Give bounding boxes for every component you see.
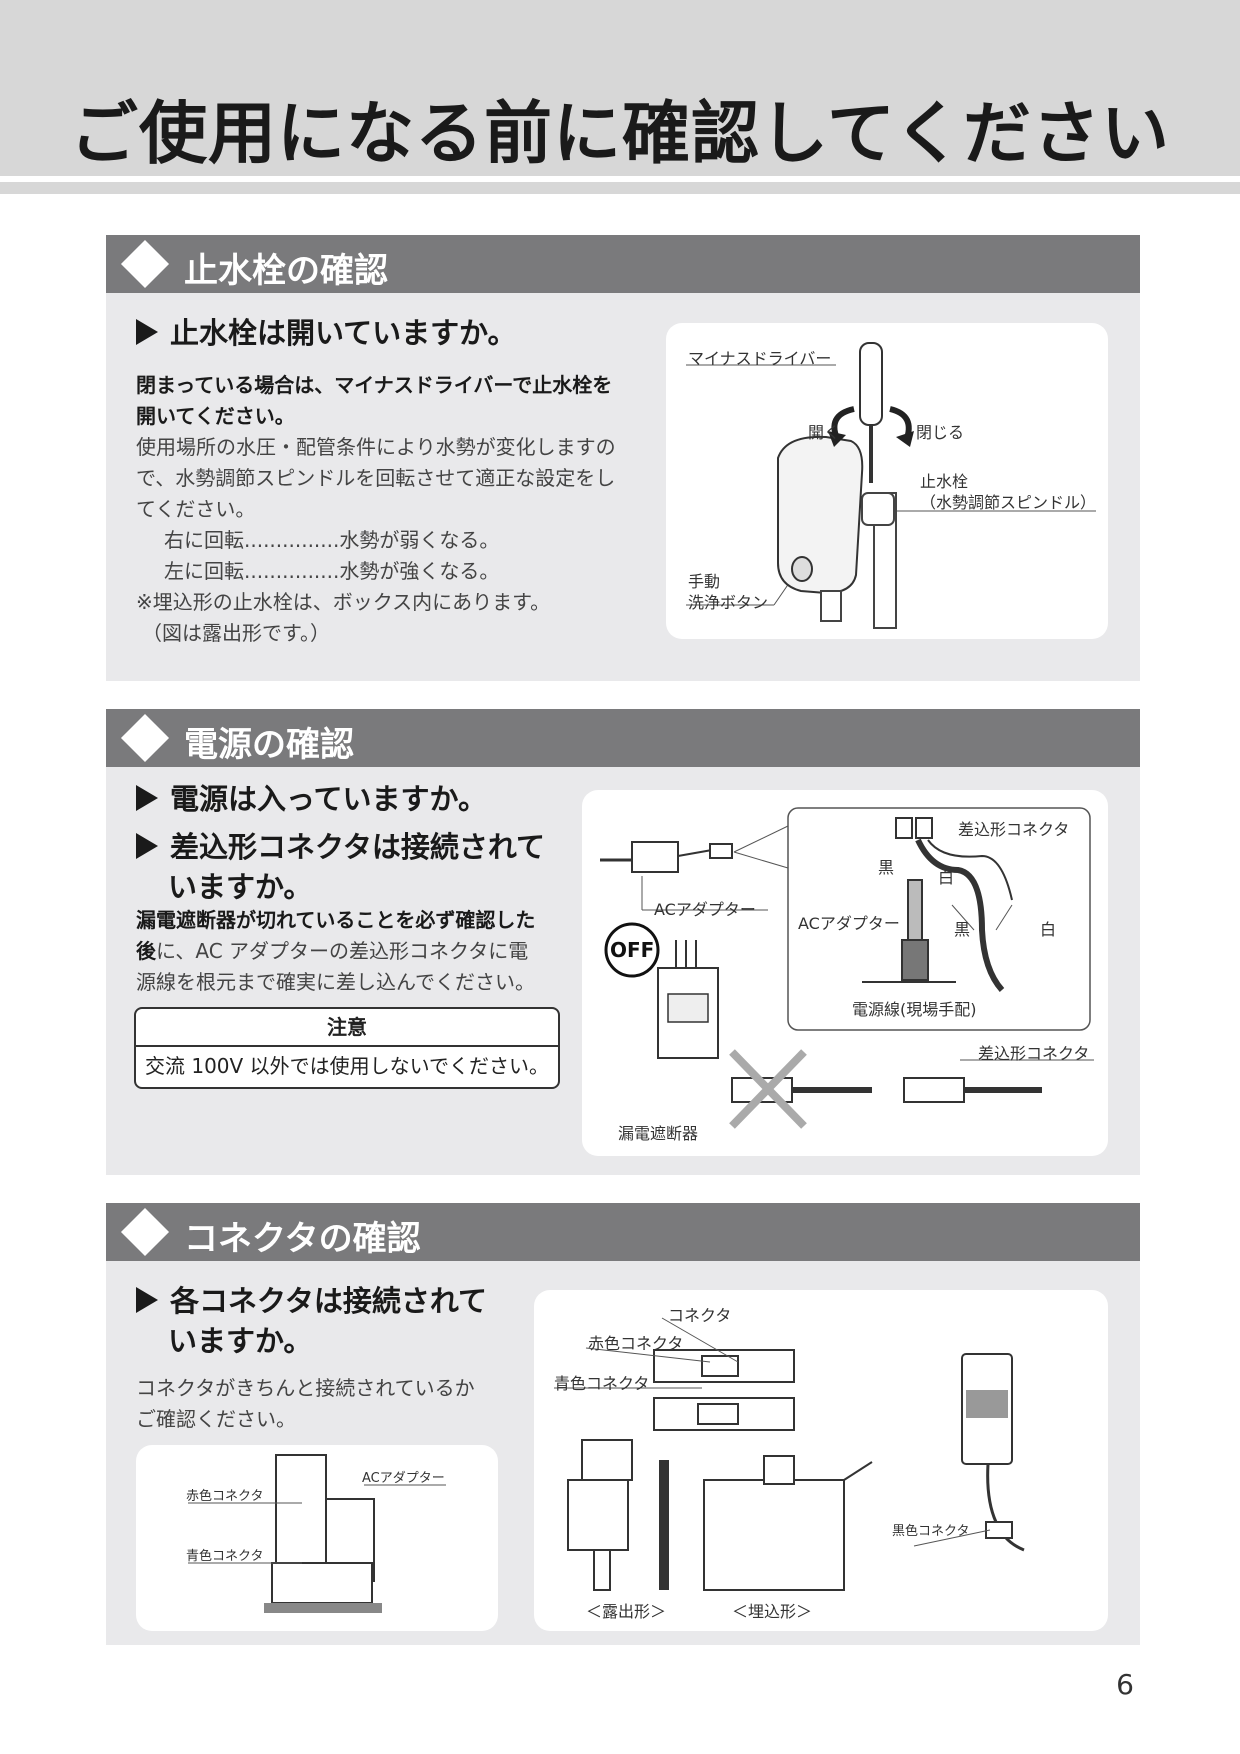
blue-connector-label: 青色コネクタ — [554, 1374, 650, 1393]
note-text: ※埋込形の止水栓は、ボックス内にあります。（図は露出形です。） — [136, 590, 551, 645]
black-wire-label-2: 黒 — [954, 920, 971, 939]
ac-adapter-label: ACアダプター — [362, 1471, 445, 1486]
white-wire-label-2: 白 — [1040, 920, 1057, 939]
page-title: ご使用になる前に確認してください — [70, 95, 1170, 174]
power-line-label: 電源線(現場手配) — [852, 1000, 977, 1019]
power-illustration — [600, 807, 1094, 1129]
section-header: コネクタの確認 — [106, 1203, 1140, 1261]
section-header: 止水栓の確認 — [106, 235, 1140, 293]
section-connectors: コネクタの確認 各コネクタは接続されて いますか。 コネクタがきちんと接続されて… — [106, 1203, 1140, 1645]
section-header: 電源の確認 — [106, 709, 1140, 767]
unit-illustration — [188, 1454, 446, 1613]
red-connector-label: 赤色コネクタ — [588, 1334, 684, 1353]
black-connector-label: 黒色コネクタ — [892, 1524, 970, 1539]
ac-adapter-label: ACアダプター — [654, 900, 756, 919]
instruction-text: 漏電遮断器が切れていることを必ず確認した 後に、AC アダプターの差込形コネクタ… — [136, 908, 536, 994]
rotation-rules: 右に回転...............水勢が弱くなる。左に回転.........… — [164, 528, 500, 583]
question: 止水栓は開いていますか。 — [136, 313, 517, 353]
section-title: 電源の確認 — [184, 725, 354, 765]
header-underline — [0, 182, 1240, 194]
installation-illustration — [554, 1317, 1025, 1591]
small-connector-figure: ACアダプター 赤色コネクタ 青色コネクタ — [136, 1445, 498, 1631]
question: 各コネクタは接続されて いますか。 — [136, 1281, 487, 1361]
screwdriver-label: マイナスドライバー — [688, 349, 832, 368]
stopcock-figure: マイナスドライバー 開く 閉じる 止水栓（水勢調節スピンドル） 手動洗浄ボタン — [666, 323, 1108, 639]
white-wire-label: 白 — [938, 868, 955, 887]
stopcock-label: 止水栓（水勢調節スピンドル） — [920, 472, 1097, 512]
body-text: コネクタがきちんと接続されているかご確認ください。 — [136, 1376, 475, 1431]
flush-button-label: 手動洗浄ボタン — [688, 572, 769, 612]
red-connector-label: 赤色コネクタ — [186, 1489, 264, 1504]
question-connector: 差込形コネクタは接続されて いますか。 — [136, 827, 545, 907]
close-label: 閉じる — [916, 423, 965, 442]
plug-connector-label: 差込形コネクタ — [958, 820, 1070, 839]
caution-text: 交流 100V 以外では使用しないでください。 — [145, 1054, 549, 1078]
section-title: 止水栓の確認 — [184, 251, 388, 291]
connector-label: コネクタ — [668, 1306, 732, 1325]
caution-box: 注意 交流 100V 以外では使用しないでください。 — [134, 1007, 560, 1089]
triangle-bullet-icon — [136, 1287, 158, 1313]
triangle-bullet-icon — [136, 833, 158, 859]
large-connector-figure: コネクタ 赤色コネクタ 青色コネクタ 黒色コネクタ ＜露出形＞ ＜埋込形＞ — [534, 1290, 1108, 1631]
diamond-icon — [120, 1207, 170, 1257]
triangle-bullet-icon — [136, 785, 158, 811]
power-figure: ACアダプター ACアダプター 差込形コネクタ 黒 白 黒 白 電源線(現場手配… — [582, 790, 1108, 1156]
body-text: 使用場所の水圧・配管条件により水勢が変化しますので、水勢調節スピンドルを回転させ… — [136, 435, 616, 521]
question-power: 電源は入っていますか。 — [136, 779, 487, 819]
section-stopcock: 止水栓の確認 止水栓は開いていますか。 閉まっている場合は、マイナスドライバーで… — [106, 235, 1140, 681]
ac-adapter-label-detail: ACアダプター — [798, 914, 900, 933]
header-band — [0, 0, 1240, 176]
header-divider — [0, 176, 1240, 182]
diamond-icon — [120, 239, 170, 289]
diamond-icon — [120, 713, 170, 763]
caution-title: 注意 — [136, 1009, 558, 1047]
faucet-illustration — [686, 342, 1096, 629]
instruction-text: 閉まっている場合は、マイナスドライバーで止水栓を開いてください。 — [136, 373, 613, 428]
page-number: 6 — [1116, 1668, 1134, 1701]
blue-connector-label: 青色コネクタ — [186, 1549, 264, 1564]
exposed-type-label: ＜露出形＞ — [586, 1602, 667, 1621]
off-label: OFF — [610, 938, 655, 962]
embedded-type-label: ＜埋込形＞ — [732, 1602, 813, 1621]
triangle-bullet-icon — [136, 319, 158, 345]
black-wire-label: 黒 — [878, 858, 895, 877]
section-title: コネクタの確認 — [184, 1219, 421, 1259]
breaker-label: 漏電遮断器 — [618, 1124, 699, 1143]
open-label: 開く — [808, 423, 841, 442]
section-power: 電源の確認 電源は入っていますか。 差込形コネクタは接続されて いますか。 漏電… — [106, 709, 1140, 1175]
plug-connector-label-2: 差込形コネクタ — [978, 1044, 1090, 1063]
